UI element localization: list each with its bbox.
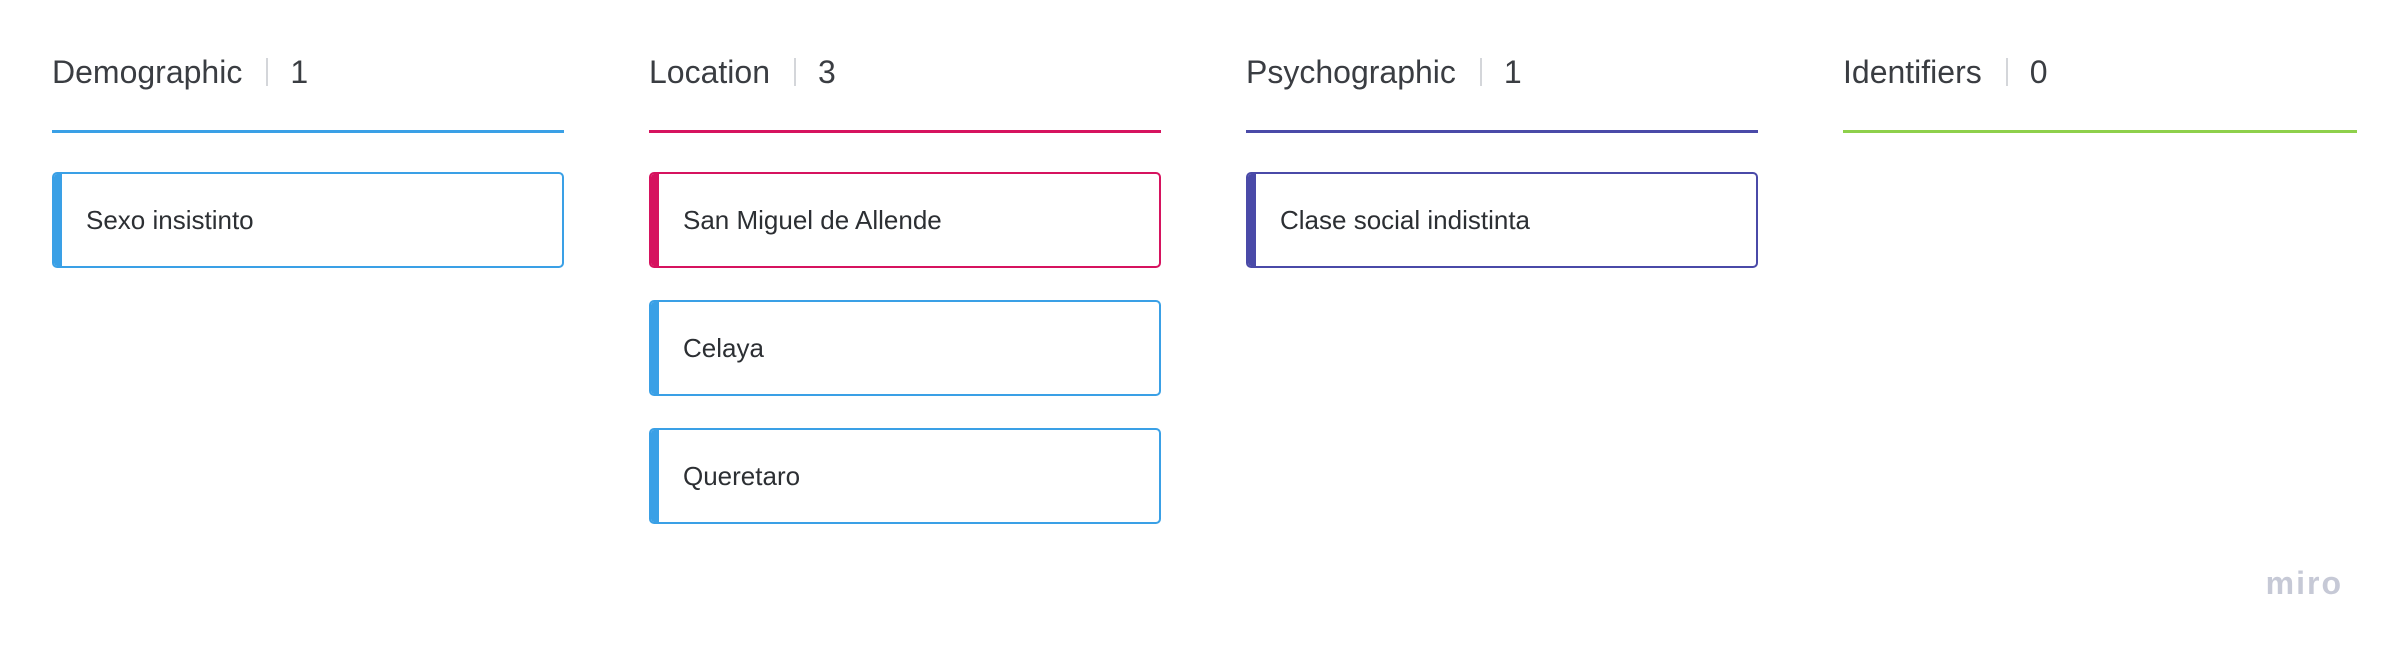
card-text: Celaya [683, 332, 764, 363]
column-psychographic: Psychographic 1 Clase social indistinta [1246, 48, 1758, 268]
column-rule [1246, 130, 1758, 133]
count-separator [2005, 58, 2008, 86]
card-list: Sexo insistinto [52, 172, 564, 300]
column-identifiers: Identifiers 0 [1843, 48, 2357, 133]
card-color-stripe [54, 174, 62, 266]
count-separator [793, 58, 796, 86]
column-title: Demographic [52, 53, 243, 90]
card[interactable]: Sexo insistinto [52, 172, 564, 268]
card-color-stripe [651, 430, 659, 522]
card-text: Queretaro [683, 460, 801, 491]
card[interactable]: Celaya [649, 300, 1161, 396]
column-location: Location 3 San Miguel de Allende Celaya … [649, 48, 1161, 524]
card-color-stripe [651, 302, 659, 394]
card[interactable]: Clase social indistinta [1246, 172, 1758, 268]
card-text: Sexo insistinto [86, 204, 254, 235]
card-list: San Miguel de Allende Celaya Queretaro [649, 172, 1161, 556]
column-header: Psychographic 1 [1246, 48, 1758, 96]
column-rule [649, 130, 1161, 133]
column-demographic: Demographic 1 Sexo insistinto [52, 48, 564, 268]
column-rule [52, 130, 564, 133]
card[interactable]: San Miguel de Allende [649, 172, 1161, 268]
column-count: 1 [290, 53, 309, 90]
count-separator [1479, 58, 1482, 86]
card-list: Clase social indistinta [1246, 172, 1758, 300]
column-title: Location [649, 53, 770, 90]
miro-logo: miro [2265, 565, 2343, 601]
column-header: Demographic 1 [52, 48, 564, 96]
column-title: Identifiers [1843, 53, 1982, 90]
column-rule [1843, 130, 2357, 133]
column-header: Location 3 [649, 48, 1161, 96]
column-count: 1 [1503, 53, 1522, 90]
column-count: 3 [817, 53, 836, 90]
column-header: Identifiers 0 [1843, 48, 2357, 96]
card-color-stripe [1248, 174, 1256, 266]
card-color-stripe [651, 174, 659, 266]
column-count: 0 [2029, 53, 2048, 90]
card-text: San Miguel de Allende [683, 204, 942, 235]
card-text: Clase social indistinta [1280, 204, 1531, 235]
kanban-board: Demographic 1 Sexo insistinto Location 3… [52, 48, 2357, 548]
count-separator [266, 58, 269, 86]
column-title: Psychographic [1246, 53, 1456, 90]
card[interactable]: Queretaro [649, 428, 1161, 524]
